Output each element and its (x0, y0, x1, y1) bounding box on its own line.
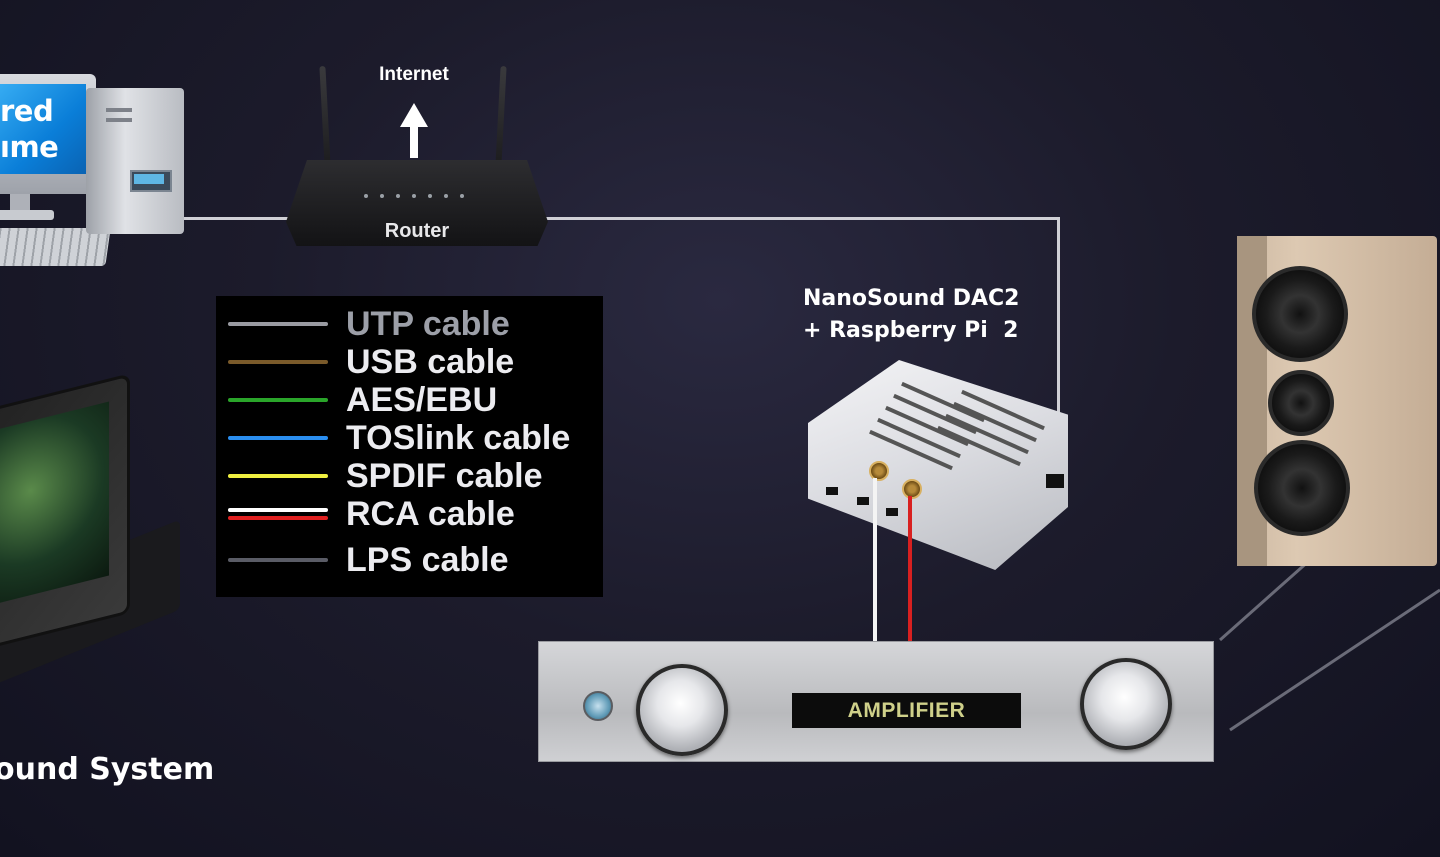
legend-label: TOSlink cable (346, 419, 571, 457)
speaker-wires (1219, 558, 1440, 732)
cable-legend: UTP cable USB cable AES/EBU TOSlink cabl… (216, 296, 603, 597)
router-antenna-left (319, 65, 331, 167)
computer-monitor: red ıme (0, 74, 96, 194)
amplifier-display: AMPLIFIER (792, 693, 1021, 728)
legend-swatch-spdif (228, 474, 328, 478)
rca-cable-white (873, 478, 877, 642)
legend-swatch-utp (228, 322, 328, 326)
speaker-tweeter (1268, 370, 1334, 436)
legend-swatch-rca (228, 508, 328, 520)
legend-swatch-lps (228, 558, 328, 562)
legend-item: RCA cable (216, 494, 603, 534)
legend-swatch-toslink (228, 436, 328, 440)
legend-label: AES/EBU (346, 381, 498, 419)
speaker-woofer-bottom (1254, 440, 1350, 536)
arrow-up-shaft (410, 118, 418, 158)
monitor-stand (10, 194, 30, 212)
router-icon (286, 160, 548, 246)
monitor-screen: red ıme (0, 84, 86, 174)
tablet-icon (0, 373, 130, 651)
utp-cable-router-dac-horizontal (540, 217, 1060, 220)
monitor-text-line1: red (0, 94, 54, 128)
power-button-icon (583, 691, 613, 721)
legend-swatch-usb (228, 360, 328, 364)
legend-swatch-aes-ebu (228, 398, 328, 402)
monitor-foot (0, 210, 54, 220)
computer-tower-icon (86, 88, 184, 234)
legend-item: TOSlink cable (216, 418, 603, 458)
dac-port (857, 497, 869, 505)
speaker-woofer-top (1252, 266, 1348, 362)
dac-title-line1: NanoSound DAC2 (803, 286, 1020, 311)
dac-title: NanoSound DAC2 + Raspberry Pi 2 (803, 283, 1019, 347)
amplifier-label: AMPLIFIER (847, 698, 966, 722)
ethernet-port (1046, 474, 1064, 488)
legend-label: SPDIF cable (346, 457, 543, 495)
legend-item: LPS cable (216, 540, 603, 580)
legend-label: LPS cable (346, 541, 509, 579)
dac-title-line2: + Raspberry Pi 2 (803, 318, 1019, 343)
input-knob-icon (1080, 658, 1172, 750)
legend-item: SPDIF cable (216, 456, 603, 496)
dac-port (886, 508, 898, 516)
dac-raspberry-pi-case-icon (808, 360, 1068, 570)
internet-label: Internet (379, 64, 449, 85)
router-antenna-right (495, 65, 507, 167)
rca-jack-white (869, 461, 889, 481)
monitor-text-line2: ıme (0, 130, 59, 164)
system-label: ound System (0, 752, 215, 787)
legend-label: USB cable (346, 343, 515, 381)
volume-knob-icon (636, 664, 728, 756)
rca-jack-red (902, 479, 922, 499)
utp-cable-router-dac-vertical (1057, 217, 1060, 457)
legend-label: UTP cable (346, 305, 510, 343)
legend-item: UTP cable (216, 304, 603, 344)
rca-cable-red (908, 496, 912, 642)
legend-item: USB cable (216, 342, 603, 382)
dac-port (826, 487, 838, 495)
legend-item: AES/EBU (216, 380, 603, 420)
legend-label: RCA cable (346, 495, 515, 533)
router-label: Router (384, 220, 450, 242)
utp-cable-computer-router (180, 217, 290, 220)
